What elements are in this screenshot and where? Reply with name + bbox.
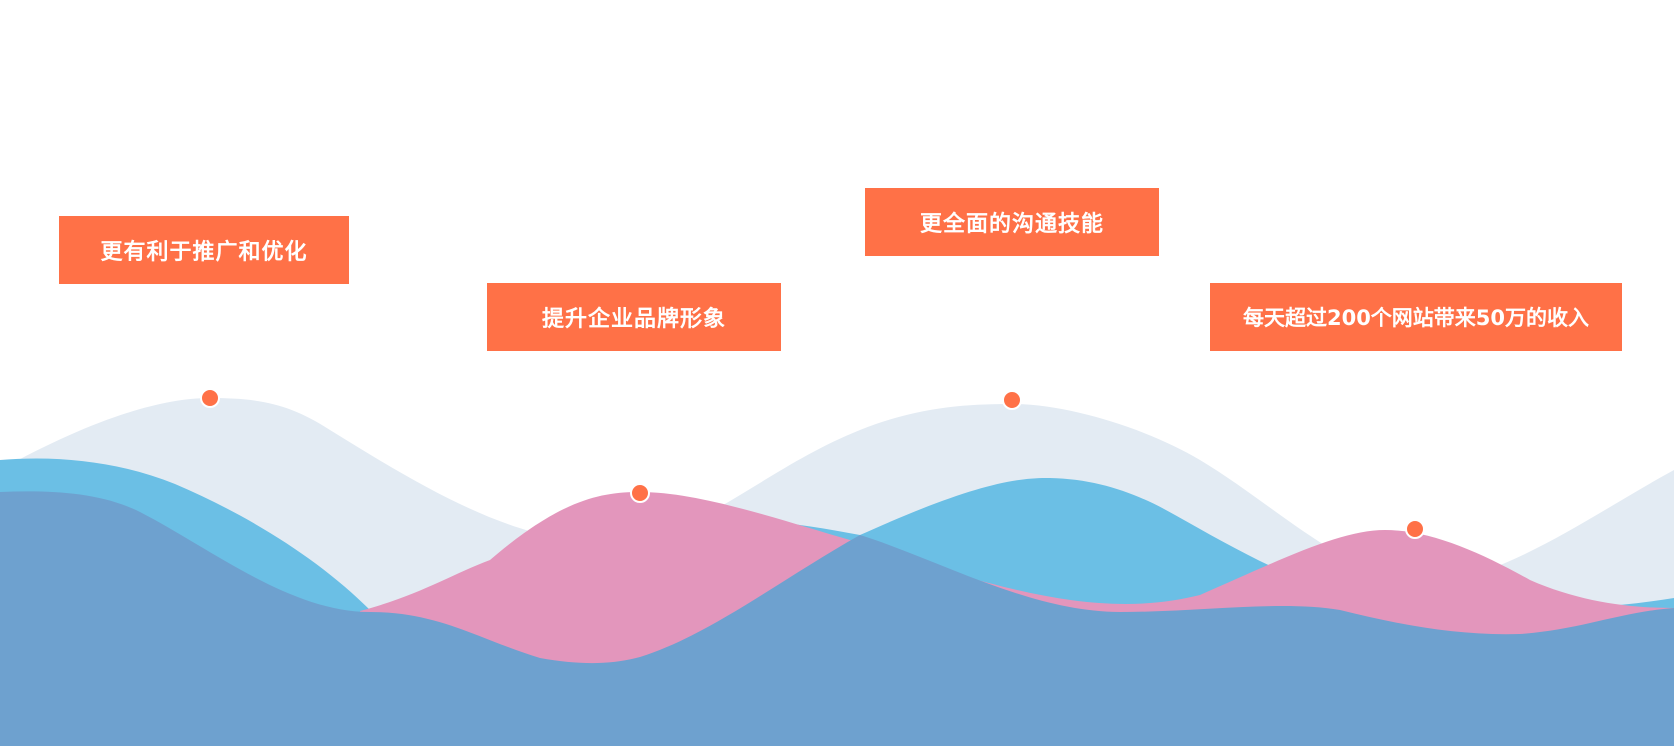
milestone-label-2: 提升企业品牌形象 (487, 283, 781, 351)
milestone-label-1: 更有利于推广和优化 (59, 216, 349, 284)
milestone-marker-2 (630, 483, 650, 503)
milestone-label-3: 更全面的沟通技能 (865, 188, 1159, 256)
milestone-marker-3 (1002, 390, 1022, 410)
milestone-marker-4 (1405, 519, 1425, 539)
milestone-marker-1 (200, 388, 220, 408)
milestone-label-4: 每天超过200个网站带来50万的收入 (1210, 283, 1622, 351)
front-wave (0, 491, 1674, 746)
